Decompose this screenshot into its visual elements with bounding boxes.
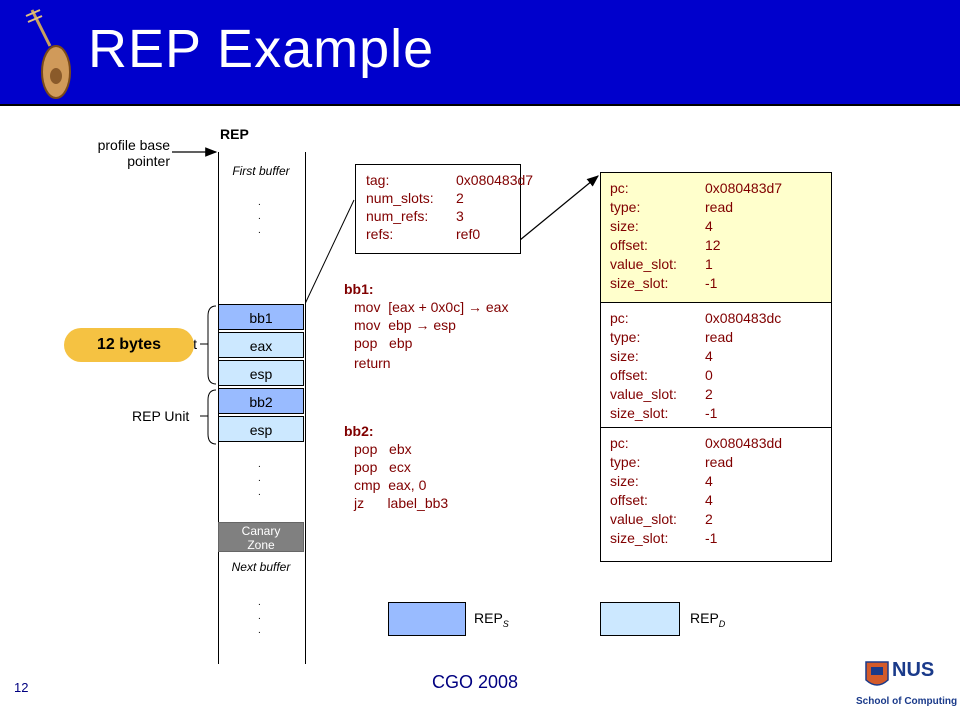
- rep-entries-box: pc:0x080483d7 type:read size:4 offset:12…: [600, 172, 832, 562]
- cell-eax: eax: [218, 332, 304, 358]
- lute-icon: [25, 9, 71, 99]
- title-bar: [0, 0, 960, 106]
- cell-esp-1: esp: [218, 360, 304, 386]
- tag-row: tag:0x080483d7: [366, 172, 534, 188]
- legend-label-rep-d: REPD: [690, 610, 726, 629]
- legend-label-rep-s: REPS: [474, 610, 509, 629]
- ellipsis-dots: ...: [258, 197, 261, 236]
- rep-entry: pc:0x080483d7 type:read size:4 offset:12…: [601, 173, 831, 303]
- rep-unit-label: REP Unit: [132, 408, 190, 424]
- refs-row: refs:ref0: [366, 226, 481, 242]
- cell-bb2: bb2: [218, 388, 304, 414]
- next-buffer-label: Next buffer: [231, 560, 291, 574]
- rep-entry: pc:0x080483dc type:read size:4 offset:0 …: [601, 303, 831, 428]
- rep-tag-box: tag:0x080483d7 num_slots:2 num_refs:3 re…: [355, 164, 534, 254]
- nus-logo-icon: NUS School of Computing: [856, 659, 958, 707]
- size-badge: 12 bytes: [64, 328, 194, 362]
- code-block-bb1: bb1: mov [eax + 0x0c] → eax mov ebp → es…: [344, 281, 509, 371]
- legend-swatch-rep-s: [388, 602, 466, 636]
- rep-entry: pc:0x080483dd type:read size:4 offset:4 …: [610, 435, 783, 546]
- rep-header: REP: [220, 126, 249, 142]
- num-slots-row: num_slots:2: [366, 190, 464, 206]
- rep-unit-brace-top: [207, 305, 217, 385]
- page-number: 12: [14, 680, 29, 695]
- first-buffer-label: First buffer: [232, 164, 290, 178]
- refs-arrow-icon: [519, 175, 599, 241]
- canary-zone: Canary Zone: [218, 522, 304, 552]
- cell-bb1: bb1: [218, 304, 304, 330]
- num-refs-row: num_refs:3: [366, 208, 464, 224]
- page-title: REP Example: [88, 19, 435, 79]
- legend-swatch-rep-d: [600, 602, 680, 636]
- ellipsis-dots: ...: [258, 597, 261, 636]
- profile-base-pointer-label: profile base pointer: [97, 137, 170, 169]
- code-block-bb2: bb2: pop ebx pop ecx cmp eax, 0 jz label…: [344, 423, 449, 511]
- cell-esp-2: esp: [218, 416, 304, 442]
- rep-unit-brace-bottom: [207, 389, 217, 445]
- ellipsis-dots: ...: [258, 459, 261, 498]
- bb1-link-line: [303, 199, 355, 307]
- footer-conference: CGO 2008: [432, 672, 519, 692]
